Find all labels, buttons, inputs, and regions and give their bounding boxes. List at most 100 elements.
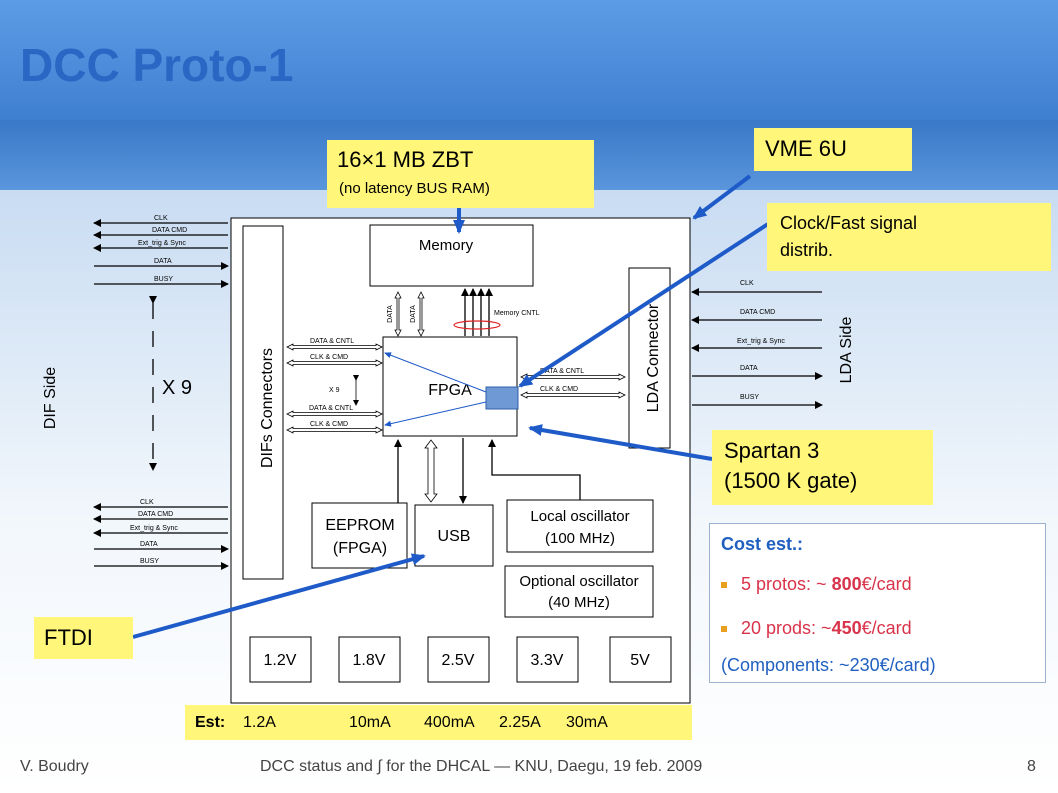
current-estimate-label: Est: xyxy=(195,714,226,731)
memory-fpga-data-bus-1 xyxy=(394,291,402,337)
optional-oscillator-label-2: (40 MHz) xyxy=(548,594,610,611)
dif-fpga-label-5: CLK & CMD xyxy=(310,421,348,428)
current-estimate-5: 30mA xyxy=(566,714,608,731)
cost-components: (Components: ~230€/card) xyxy=(721,655,936,675)
cost-heading: Cost est.: xyxy=(721,534,804,554)
dif-bottom-signal-2: DATA CMD xyxy=(138,511,173,518)
lda-signal-3: Ext_trig & Sync xyxy=(737,338,785,345)
lda-signal-5: BUSY xyxy=(740,394,759,401)
dif-top-signal-4: DATA xyxy=(154,258,172,265)
data-label-2: DATA xyxy=(410,305,417,323)
bullet-icon xyxy=(721,582,727,589)
difs-connectors-box xyxy=(242,225,284,580)
cost-item-prods-pre: 20 prods: ~ xyxy=(741,618,832,638)
slide-title: DCC Proto-1 xyxy=(20,39,294,91)
zbt-callout: 16×1 MB ZBT (no latency BUS RAM) xyxy=(327,140,594,208)
current-estimate-3: 400mA xyxy=(424,714,475,731)
lda-connector-box xyxy=(628,267,671,449)
dif-fpga-label-4: DATA & CNTL xyxy=(309,405,353,412)
dif-bottom-signal-1: CLK xyxy=(140,499,154,506)
clock-callout-line2: distrib. xyxy=(780,240,834,260)
memory-cntl-ellipse xyxy=(453,320,501,330)
cost-item-prods-value: 450 xyxy=(831,618,862,638)
footer-author: V. Boudry xyxy=(20,758,89,775)
clock-distrib-line-1 xyxy=(384,352,487,393)
voltage-box-5 xyxy=(609,636,672,683)
dif-side-label: DIF Side xyxy=(42,367,59,429)
spartan-callout-line2: (1500 K gate) xyxy=(724,468,858,493)
board-outline xyxy=(230,217,691,704)
voltage-box-4 xyxy=(516,636,579,683)
dif-top-signal-1: CLK xyxy=(154,215,168,222)
zbt-callout-subtitle: (no latency BUS RAM) xyxy=(339,180,490,197)
cost-item-protos-pre: 5 protos: ~ xyxy=(741,574,832,594)
vme-callout-label: VME 6U xyxy=(765,136,847,161)
dif-fpga-label-3: X 9 xyxy=(329,387,340,394)
zbt-callout-title: 16×1 MB ZBT xyxy=(337,147,474,172)
lda-signal-4: DATA xyxy=(740,365,758,372)
ftdi-callout-arrow xyxy=(132,553,426,639)
local-oscillator-label-2: (100 MHz) xyxy=(545,530,615,547)
cost-item-prods-unit: €/card xyxy=(861,618,912,638)
ftdi-callout: FTDI xyxy=(34,617,133,659)
cost-item-protos-unit: €/card xyxy=(861,574,912,594)
vme-callout: VME 6U xyxy=(754,128,912,171)
dif-top-signal-2: DATA CMD xyxy=(152,227,187,234)
optional-oscillator-box xyxy=(504,565,654,618)
dif-fpga-link-3 xyxy=(286,410,383,418)
usb-box xyxy=(414,504,494,567)
data-label-1: DATA xyxy=(387,305,394,323)
title-banner xyxy=(0,0,1058,120)
spartan-callout-arrow xyxy=(528,424,713,461)
spartan-callout-line1: Spartan 3 xyxy=(724,438,820,463)
cost-item-protos: 5 protos: ~ 800€/card xyxy=(721,574,912,595)
voltage-label-1: 1.2V xyxy=(264,652,297,669)
voltage-label-3: 2.5V xyxy=(442,652,475,669)
oscillator-fpga-link xyxy=(488,439,581,500)
footer-event: DCC status and ∫ for the DHCAL — KNU, Da… xyxy=(260,758,703,775)
fpga-lda-label-1: DATA & CNTL xyxy=(540,368,584,375)
eeprom-box xyxy=(311,502,408,569)
ftdi-callout-label: FTDI xyxy=(44,625,93,650)
memory-label: Memory xyxy=(419,237,474,254)
voltage-label-2: 1.8V xyxy=(353,652,386,669)
clock-callout-arrow xyxy=(518,222,770,388)
current-estimate-2: 10mA xyxy=(349,714,391,731)
clock-chip xyxy=(485,386,519,410)
cost-item-prods: 20 prods: ~450€/card xyxy=(721,618,912,639)
vme-callout-arrow xyxy=(692,174,752,220)
memory-fpga-data-bus-2 xyxy=(417,291,425,337)
cost-item-protos-value: 800 xyxy=(831,574,862,594)
local-oscillator-label-1: Local oscillator xyxy=(530,508,629,525)
spartan-callout: Spartan 3 (1500 K gate) xyxy=(712,430,933,505)
dif-fpga-link-4 xyxy=(286,426,383,434)
fpga-lda-link-2 xyxy=(520,391,626,399)
footer-page-number: 8 xyxy=(1027,758,1036,775)
current-estimate-1: 1.2A xyxy=(243,714,276,731)
dif-top-signal-3: Ext_trig & Sync xyxy=(138,240,186,247)
local-oscillator-box xyxy=(506,499,654,553)
lda-connector-label: LDA Connector xyxy=(645,303,662,412)
difs-connectors-label: DIFs Connectors xyxy=(259,348,276,468)
eeprom-label-2: (FPGA) xyxy=(333,540,387,557)
dif-multiplicity-label: X 9 xyxy=(162,377,192,399)
lda-signal-2: DATA CMD xyxy=(740,309,775,316)
memory-cntl-label: Memory CNTL xyxy=(494,310,540,317)
eeprom-label-1: EEPROM xyxy=(325,517,394,534)
dif-fpga-link-2 xyxy=(286,359,383,367)
fpga-lda-label-2: CLK & CMD xyxy=(540,386,578,393)
usb-fpga-link xyxy=(424,439,438,503)
dif-fpga-label-2: CLK & CMD xyxy=(310,354,348,361)
voltage-label-4: 3.3V xyxy=(531,652,564,669)
voltage-box-3 xyxy=(427,636,490,683)
optional-oscillator-label-1: Optional oscillator xyxy=(519,573,638,590)
fpga-label: FPGA xyxy=(428,382,472,399)
lda-signal-1: CLK xyxy=(740,280,754,287)
voltage-box-1 xyxy=(249,636,312,683)
voltage-box-2 xyxy=(338,636,401,683)
dif-bottom-signal-3: Ext_trig & Sync xyxy=(130,525,178,532)
clock-distrib-line-2 xyxy=(384,401,487,427)
dif-bottom-signal-4: DATA xyxy=(140,541,158,548)
cost-estimate-box: Cost est.: 5 protos: ~ 800€/card 20 prod… xyxy=(709,523,1046,683)
